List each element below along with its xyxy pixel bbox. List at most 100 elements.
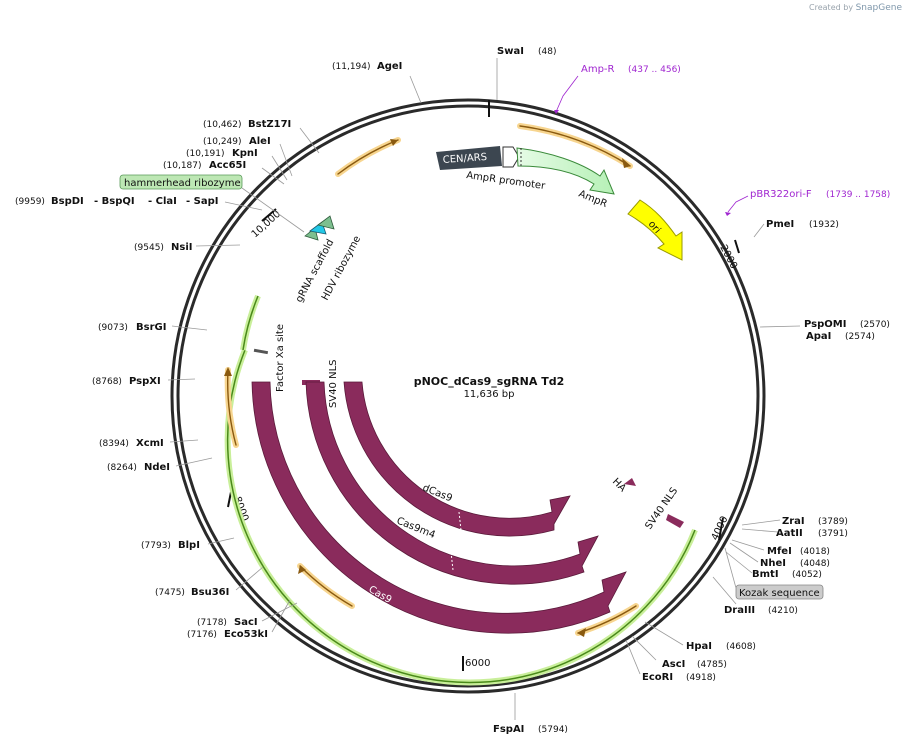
enzyme-ndei-pos: (8264) xyxy=(107,463,137,473)
enzyme-leaders xyxy=(167,58,801,720)
primer-ampr-pos: (437 .. 456) xyxy=(628,65,681,75)
tick-2000: 2000 xyxy=(717,243,739,271)
enzyme-bstz17i-pos: (10,462) xyxy=(203,120,242,130)
enzyme-draiii-pos: (4210) xyxy=(768,606,798,616)
snapgene-branding: Created by SnapGene xyxy=(809,3,902,13)
enzyme-nsii-name: NsiI xyxy=(171,242,192,253)
branding-prefix: Created by xyxy=(809,3,854,12)
enzyme-bsu36i-name: Bsu36I xyxy=(191,587,229,598)
enzyme-kpni-pos: (10,191) xyxy=(186,149,225,159)
ori-feature xyxy=(627,199,683,261)
green-feature-upper xyxy=(240,294,261,351)
cen-ars-label: CEN/ARS xyxy=(442,152,487,166)
primer-ampr-name: Amp-R xyxy=(581,64,615,75)
ha-feature xyxy=(624,478,636,486)
enzyme-pspxi-name: PspXI xyxy=(129,376,161,387)
enzyme-eco53ki-pos: (7176) xyxy=(187,630,217,640)
cas-dividers xyxy=(450,511,462,571)
enzyme-swai-pos: (48) xyxy=(538,47,556,57)
enzyme-pspxi-pos: (8768) xyxy=(92,377,122,387)
enzyme-bspdi-name: BspDI xyxy=(51,196,84,207)
ha-label: HA xyxy=(610,476,628,494)
enzyme-nsii-pos: (9545) xyxy=(134,243,164,253)
primer-pbr322-name: pBR322ori-F xyxy=(750,189,812,200)
enzyme-blpi-name: BlpI xyxy=(178,540,200,551)
enzyme-alei-name: AleI xyxy=(249,136,271,147)
enzyme-pspomi-name: PspOMI xyxy=(804,319,846,330)
enzyme-swai-name: SwaI xyxy=(497,46,524,57)
enzyme-xcmi-pos: (8394) xyxy=(99,439,129,449)
enzyme-acc65i-name: Acc65I xyxy=(209,160,246,171)
enzyme-zrai-pos: (3789) xyxy=(818,517,848,527)
primer-pbr322-pos: (1739 .. 1758) xyxy=(826,190,890,200)
enzyme-saci-pos: (7178) xyxy=(197,618,227,628)
enzyme-kpni-name: KpnI xyxy=(232,148,258,159)
enzyme-draiii-name: DraIII xyxy=(724,605,755,616)
kozak-sequence-tag: Kozak sequence xyxy=(735,584,824,600)
enzyme-bstz17i-name: BstZ17I xyxy=(248,119,291,130)
plasmid-name: pNOC_dCas9_sgRNA Td2 xyxy=(414,375,565,388)
enzyme-hpai-pos: (4608) xyxy=(726,642,756,652)
enzyme-xcmi-name: XcmI xyxy=(136,438,164,449)
ampr-primer-line xyxy=(555,75,579,113)
enzyme-nhei-name: NheI xyxy=(760,558,786,569)
factor-xa-label: Factor Xa site xyxy=(275,324,286,392)
sv40-nls-right-feature xyxy=(666,514,684,528)
enzyme-clai-name: - ClaI xyxy=(148,196,177,207)
ampr-promoter-label: AmpR promoter xyxy=(466,170,547,192)
enzyme-bsu36i-pos: (7475) xyxy=(155,588,185,598)
orange-arrowheads xyxy=(224,139,631,637)
enzyme-apai-name: ApaI xyxy=(806,331,831,342)
enzyme-agei-pos: (11,194) xyxy=(332,62,371,72)
enzyme-bsrgi-pos: (9073) xyxy=(98,323,128,333)
enzyme-saci-name: SacI xyxy=(234,617,258,628)
tick-marks xyxy=(227,208,740,671)
tick-6000: 6000 xyxy=(465,658,490,669)
ampr-promoter-feature xyxy=(502,146,520,168)
cas9m4-feature xyxy=(305,381,599,585)
enzyme-nhei-pos: (4048) xyxy=(800,559,830,569)
ampr-feature xyxy=(516,147,615,195)
enzyme-ecori-name: EcoRI xyxy=(642,672,673,683)
grna-hdv-features xyxy=(304,215,335,241)
enzyme-pmei-pos: (1932) xyxy=(809,220,839,230)
enzyme-pmei-name: PmeI xyxy=(766,219,794,230)
plasmid-length: 11,636 bp xyxy=(464,389,515,400)
backbone-outer xyxy=(170,98,766,694)
factor-xa-feature xyxy=(253,348,269,355)
enzyme-blpi-pos: (7793) xyxy=(141,541,171,551)
cen-ars-feature xyxy=(436,146,502,170)
enzyme-fspai-name: FspAI xyxy=(493,724,524,735)
enzyme-alei-pos: (10,249) xyxy=(203,137,242,147)
enzyme-bspdi-pos: (9959) xyxy=(15,197,45,207)
backbone-inner xyxy=(176,104,760,688)
enzyme-acc65i-pos: (10,187) xyxy=(163,161,202,171)
enzyme-zrai-name: ZraI xyxy=(782,516,805,527)
enzyme-bmti-pos: (4052) xyxy=(792,570,822,580)
pbr322-primer-line xyxy=(727,195,749,213)
enzyme-mfei-name: MfeI xyxy=(767,546,792,557)
enzyme-aatii-pos: (3791) xyxy=(818,529,848,539)
hammerhead-label: hammerhead ribozyme xyxy=(124,178,241,189)
enzyme-ndei-name: NdeI xyxy=(144,462,170,473)
enzyme-mfei-pos: (4018) xyxy=(800,547,830,557)
cas-arrows xyxy=(251,381,627,634)
enzyme-bsrgi-name: BsrGI xyxy=(136,322,166,333)
enzyme-eco53ki-name: Eco53kI xyxy=(224,629,268,640)
sv40-nls-left-label: SV40 NLS xyxy=(328,360,339,409)
enzyme-pspomi-pos: (2570) xyxy=(860,320,890,330)
enzyme-apai-pos: (2574) xyxy=(845,332,875,342)
hammerhead-ribozyme-tag: hammerhead ribozyme xyxy=(119,174,243,190)
enzyme-bmti-name: BmtI xyxy=(752,569,779,580)
enzyme-asci-pos: (4785) xyxy=(697,660,727,670)
enzyme-asci-name: AscI xyxy=(662,659,685,670)
kozak-label: Kozak sequence xyxy=(739,588,820,599)
branding-name: SnapGene xyxy=(855,3,902,13)
enzyme-aatii-name: AatII xyxy=(776,528,803,539)
enzyme-bspqi-name: - BspQI xyxy=(94,196,135,207)
enzyme-agei-name: AgeI xyxy=(377,61,402,72)
dcas9-feature xyxy=(343,381,571,537)
enzyme-hpai-name: HpaI xyxy=(686,641,712,652)
enzyme-sapi-name: - SapI xyxy=(186,196,218,207)
